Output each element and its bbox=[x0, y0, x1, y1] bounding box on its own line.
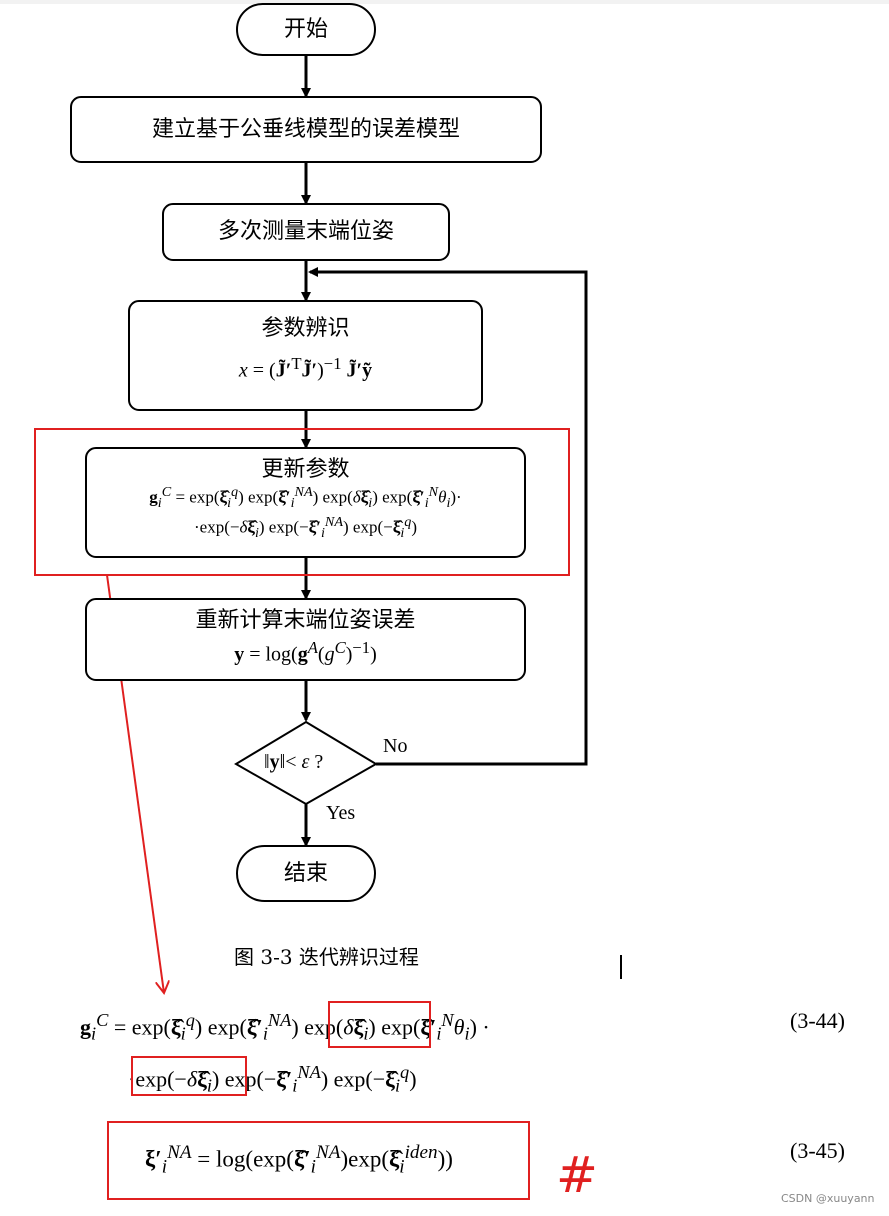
decision-diamond bbox=[234, 720, 378, 806]
equation-3-44-line2: ·exp(−δξ̂i) exp(−ξ̂′iNA) exp(−ξ̂iq) bbox=[128, 1062, 417, 1096]
highlight-exp-delta bbox=[328, 1001, 431, 1048]
identification-formula: x = (J̃′TJ̃′)−1 J̃′ỹ bbox=[238, 354, 373, 382]
red-hash-mark: # bbox=[556, 1146, 598, 1204]
equation-number-3-44: (3-44) bbox=[790, 1008, 845, 1033]
step-measure-pose: 多次测量末端位姿 bbox=[162, 203, 450, 261]
step-recompute-error-title: 重新计算末端位姿误差 bbox=[195, 608, 416, 633]
update-params-highlight bbox=[34, 428, 570, 576]
no-feedback-loop bbox=[308, 267, 588, 766]
start-terminal: 开始 bbox=[236, 3, 376, 56]
start-label: 开始 bbox=[283, 17, 328, 42]
step-measure-pose-label: 多次测量末端位姿 bbox=[217, 219, 394, 244]
watermark: CSDN @xuuyann bbox=[781, 1192, 875, 1205]
decision-condition: ‖y‖< ε ? bbox=[264, 751, 324, 773]
step-parameter-identification: 参数辨识 x = (J̃′TJ̃′)−1 J̃′ỹ bbox=[128, 300, 483, 411]
top-divider bbox=[0, 0, 889, 4]
equation-3-44-line1: giC = exp(ξ̂iq) exp(ξ̂′iNA) exp(δξ̂i) ex… bbox=[80, 1010, 490, 1044]
step-parameter-identification-title: 参数辨识 bbox=[261, 316, 350, 341]
yes-label: Yes bbox=[326, 802, 356, 824]
equation-3-45: ξ′iNA = log(exp(ξ̂′iNA)exp(ξ̂iiden)) bbox=[145, 1142, 453, 1178]
no-label: No bbox=[383, 735, 408, 757]
highlight-exp-minus-delta bbox=[131, 1056, 247, 1096]
step-error-model: 建立基于公垂线模型的误差模型 bbox=[70, 96, 542, 163]
end-terminal: 结束 bbox=[236, 845, 376, 902]
step-recompute-error: 重新计算末端位姿误差 y = log(gA(gC)−1) bbox=[85, 598, 526, 681]
figure-caption: 图 3-3 迭代辨识过程 bbox=[234, 945, 419, 969]
equation-number-3-45: (3-45) bbox=[790, 1138, 845, 1163]
step-update-parameters-title: 更新参数 bbox=[261, 457, 350, 482]
update-formula-line1: giC = exp(ξ̂iq) exp(ξ̂′iNA) exp(δξ̂i) ex… bbox=[149, 484, 462, 512]
update-formula-line2: ·exp(−δξ̂i) exp(−ξ̂′iNA) exp(−ξ̂iq) bbox=[193, 514, 418, 542]
recompute-formula: y = log(gA(gC)−1) bbox=[234, 638, 377, 666]
end-label: 结束 bbox=[283, 861, 328, 886]
step-error-model-label: 建立基于公垂线模型的误差模型 bbox=[151, 117, 460, 142]
step-update-parameters: 更新参数 giC = exp(ξ̂iq) exp(ξ̂′iNA) exp(δξ̂… bbox=[85, 447, 526, 558]
highlight-equation-3-45 bbox=[107, 1121, 530, 1200]
